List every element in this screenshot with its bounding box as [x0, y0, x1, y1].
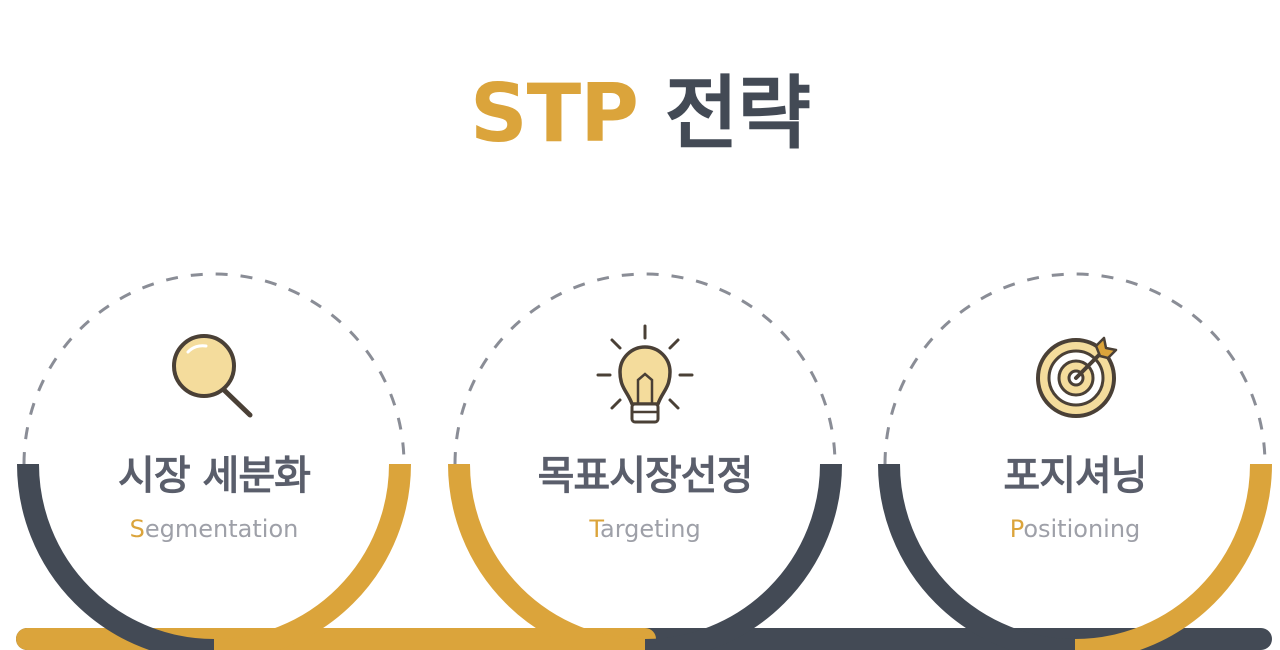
dashed-arc: [453, 272, 837, 465]
step-title: 시장 세분화: [118, 453, 311, 499]
step-label-targeting: 목표시장선정 Targeting: [455, 452, 835, 544]
step-subtitle: Positioning: [1009, 515, 1141, 543]
arc-dark: [17, 463, 215, 650]
title-accent: STP: [470, 67, 639, 160]
step-subtitle: Targeting: [589, 515, 701, 543]
step-title: 포지셔닝: [1003, 453, 1147, 499]
step-title: 목표시장선정: [537, 453, 754, 499]
magnifier-icon: [172, 334, 253, 418]
target-icon: [1036, 336, 1118, 418]
title-rest: 전략: [664, 67, 811, 160]
arc-gold: [448, 463, 646, 650]
arc-gold: [213, 463, 411, 650]
page-title: STP 전략: [0, 64, 1280, 164]
step-label-positioning: 포지셔닝 Positioning: [885, 452, 1265, 544]
step-circle-segmentation: [17, 272, 411, 650]
arc-dark: [878, 463, 1076, 650]
lightbulb-icon: [596, 324, 694, 424]
step-label-segmentation: 시장 세분화 Segmentation: [24, 452, 404, 544]
dashed-arc: [22, 272, 406, 465]
arc-gold: [1074, 463, 1272, 650]
step-circle-positioning: [878, 272, 1272, 650]
step-subtitle: Segmentation: [129, 515, 299, 543]
dashed-arc: [883, 272, 1267, 465]
arc-dark: [644, 463, 842, 650]
step-circle-targeting: [448, 272, 842, 650]
